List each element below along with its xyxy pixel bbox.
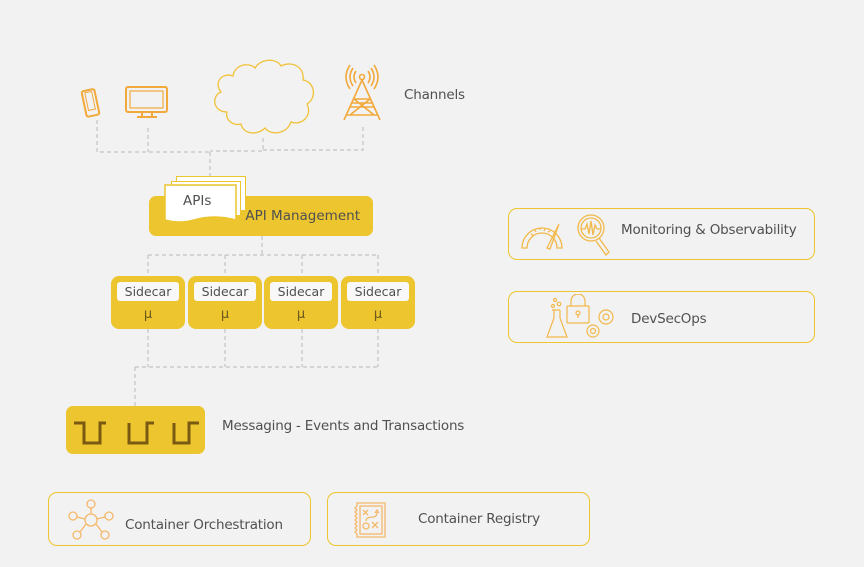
devsecops-icon <box>546 294 614 338</box>
microservice-label: μ <box>373 307 383 322</box>
container-registry-panel[interactable]: Container Registry <box>327 492 590 546</box>
apis-label: APIs <box>183 193 212 209</box>
magnifier-pulse-icon <box>577 214 610 257</box>
messaging-label: Messaging - Events and Transactions <box>222 418 465 434</box>
channels-label: Channels <box>404 87 465 103</box>
container-registry-label: Container Registry <box>418 511 540 527</box>
microservice-label: μ <box>143 307 153 322</box>
sidecar-label: Sidecar <box>194 282 256 301</box>
mobile-phone-icon <box>80 88 101 118</box>
gauge-icon <box>521 223 563 250</box>
cell-tower-icon <box>343 64 381 121</box>
network-hub-icon <box>68 499 114 540</box>
sidecar-label: Sidecar <box>347 282 409 301</box>
sidecar-label: Sidecar <box>117 282 179 301</box>
cloud-icon <box>214 59 314 134</box>
api-card-front <box>164 184 237 223</box>
sidecar-label: Sidecar <box>270 282 332 301</box>
service-box-3[interactable]: Sidecar μ <box>264 276 338 329</box>
messaging-box[interactable] <box>66 406 205 454</box>
microservice-label: μ <box>296 307 306 322</box>
service-box-2[interactable]: Sidecar μ <box>188 276 262 329</box>
microservice-label: μ <box>220 307 230 322</box>
devsecops-panel[interactable]: DevSecOps <box>508 291 815 343</box>
api-management-label: API Management <box>245 208 360 224</box>
devsecops-label: DevSecOps <box>631 311 707 327</box>
desktop-monitor-icon <box>125 86 168 118</box>
monitoring-panel[interactable]: Monitoring & Observability <box>508 208 815 260</box>
service-box-1[interactable]: Sidecar μ <box>111 276 185 329</box>
container-orchestration-label: Container Orchestration <box>125 517 283 533</box>
container-orchestration-panel[interactable]: Container Orchestration <box>48 492 311 546</box>
monitoring-label: Monitoring & Observability <box>621 222 797 238</box>
service-box-4[interactable]: Sidecar μ <box>341 276 415 329</box>
message-queue-icon <box>74 421 199 445</box>
strategy-board-icon <box>354 502 386 538</box>
